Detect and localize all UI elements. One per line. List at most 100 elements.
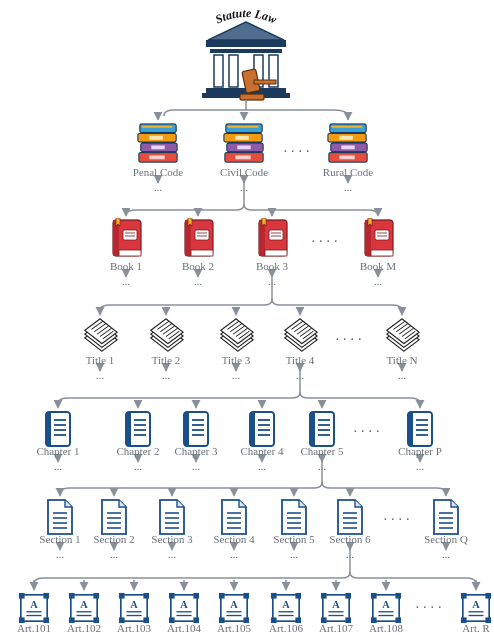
article-ellipsis: ....	[415, 595, 445, 612]
title-icon	[284, 318, 318, 352]
connectors	[29, 100, 481, 591]
title-label: Title 1	[86, 355, 115, 367]
article-icon	[270, 592, 302, 624]
chapter-more-dots: ...	[318, 461, 327, 473]
section-icon	[221, 499, 247, 535]
code-icon	[137, 123, 178, 163]
section-more-dots: ...	[110, 549, 119, 561]
title-icon	[386, 318, 420, 352]
connector-curve	[125, 203, 245, 217]
book-icon	[258, 218, 288, 257]
code-icon	[327, 123, 368, 163]
title-label: Title 2	[152, 355, 181, 367]
article-label: Art.103	[117, 623, 151, 635]
connector-curve	[57, 391, 301, 405]
article-label: Art.106	[269, 623, 303, 635]
title-label: Title 4	[286, 355, 315, 367]
section-icon	[101, 499, 127, 535]
article-label: Art.108	[369, 623, 403, 635]
article-label: Art. R	[462, 623, 490, 635]
article-icon	[218, 592, 250, 624]
book-icon	[184, 218, 214, 257]
chapter-label: Chapter 1	[36, 446, 79, 458]
article-label: Art.107	[319, 623, 353, 635]
title-label: Title 3	[222, 355, 251, 367]
title-icon	[150, 318, 184, 352]
title-icon	[84, 318, 118, 352]
chapter-label: Chapter 3	[174, 446, 218, 458]
chapter-icon	[309, 411, 335, 447]
section-label: Section 5	[273, 534, 315, 546]
code-label: Penal Code	[133, 167, 184, 179]
title-more-dots: ...	[96, 370, 105, 382]
book-label: Book M	[360, 261, 397, 273]
connector-curve	[243, 203, 379, 217]
chapter-icon	[407, 411, 433, 447]
chapter-label: Chapter 4	[240, 446, 284, 458]
section-ellipsis: ....	[383, 507, 413, 524]
code-icon	[223, 123, 264, 163]
title-more-dots: ...	[296, 370, 305, 382]
nodes: Penal Code...Civil Code...Rural Code....…	[17, 123, 492, 635]
book-ellipsis: ....	[311, 229, 341, 246]
title-more-dots: ...	[232, 370, 241, 382]
title-icon	[220, 318, 254, 352]
article-icon	[460, 592, 492, 624]
article-icon	[118, 592, 150, 624]
chapter-more-dots: ...	[134, 461, 143, 473]
chapter-more-dots: ...	[54, 461, 63, 473]
chapter-ellipsis: ....	[353, 419, 383, 436]
section-label: Section 1	[39, 534, 80, 546]
chapter-icon	[125, 411, 151, 447]
code-more-dots: ...	[240, 182, 249, 194]
connector-curve	[299, 391, 421, 405]
section-icon	[337, 499, 363, 535]
section-icon	[281, 499, 307, 535]
section-label: Section Q	[424, 534, 468, 546]
section-icon	[433, 499, 459, 535]
book-icon	[112, 218, 142, 257]
chapter-label: Chapter P	[398, 446, 442, 458]
article-label: Art.102	[67, 623, 101, 635]
code-more-dots: ...	[344, 182, 353, 194]
title-more-dots: ...	[398, 370, 407, 382]
connector-curve	[33, 571, 351, 585]
section-more-dots: ...	[442, 549, 451, 561]
code-label: Civil Code	[220, 167, 268, 179]
code-ellipsis: ....	[283, 139, 313, 156]
book-label: Book 3	[256, 261, 289, 273]
chapter-label: Chapter 5	[300, 446, 344, 458]
book-more-dots: ...	[194, 276, 203, 288]
article-icon	[18, 592, 50, 624]
chapter-more-dots: ...	[416, 461, 425, 473]
book-more-dots: ...	[374, 276, 383, 288]
connector-curve	[321, 481, 447, 495]
section-icon	[159, 499, 185, 535]
title-ellipsis: ....	[335, 327, 365, 344]
article-icon	[370, 592, 402, 624]
chapter-more-dots: ...	[192, 461, 201, 473]
chapter-more-dots: ...	[258, 461, 267, 473]
connector-curve	[99, 298, 273, 312]
article-icon	[168, 592, 200, 624]
title-label: Title N	[386, 355, 417, 367]
section-label: Section 6	[329, 534, 371, 546]
book-more-dots: ...	[268, 276, 277, 288]
section-more-dots: ...	[168, 549, 177, 561]
title-more-dots: ...	[162, 370, 171, 382]
book-label: Book 2	[182, 261, 214, 273]
section-label: Section 4	[213, 534, 255, 546]
section-more-dots: ...	[230, 549, 239, 561]
section-label: Section 2	[93, 534, 134, 546]
connector-curve	[163, 109, 349, 117]
gavel-icon	[239, 68, 277, 101]
connector-curve	[59, 481, 323, 495]
article-label: Art.101	[17, 623, 51, 635]
article-label: Art.104	[167, 623, 201, 635]
article-icon	[320, 592, 352, 624]
section-more-dots: ...	[56, 549, 65, 561]
connector-curve	[349, 571, 477, 585]
section-more-dots: ...	[346, 549, 355, 561]
